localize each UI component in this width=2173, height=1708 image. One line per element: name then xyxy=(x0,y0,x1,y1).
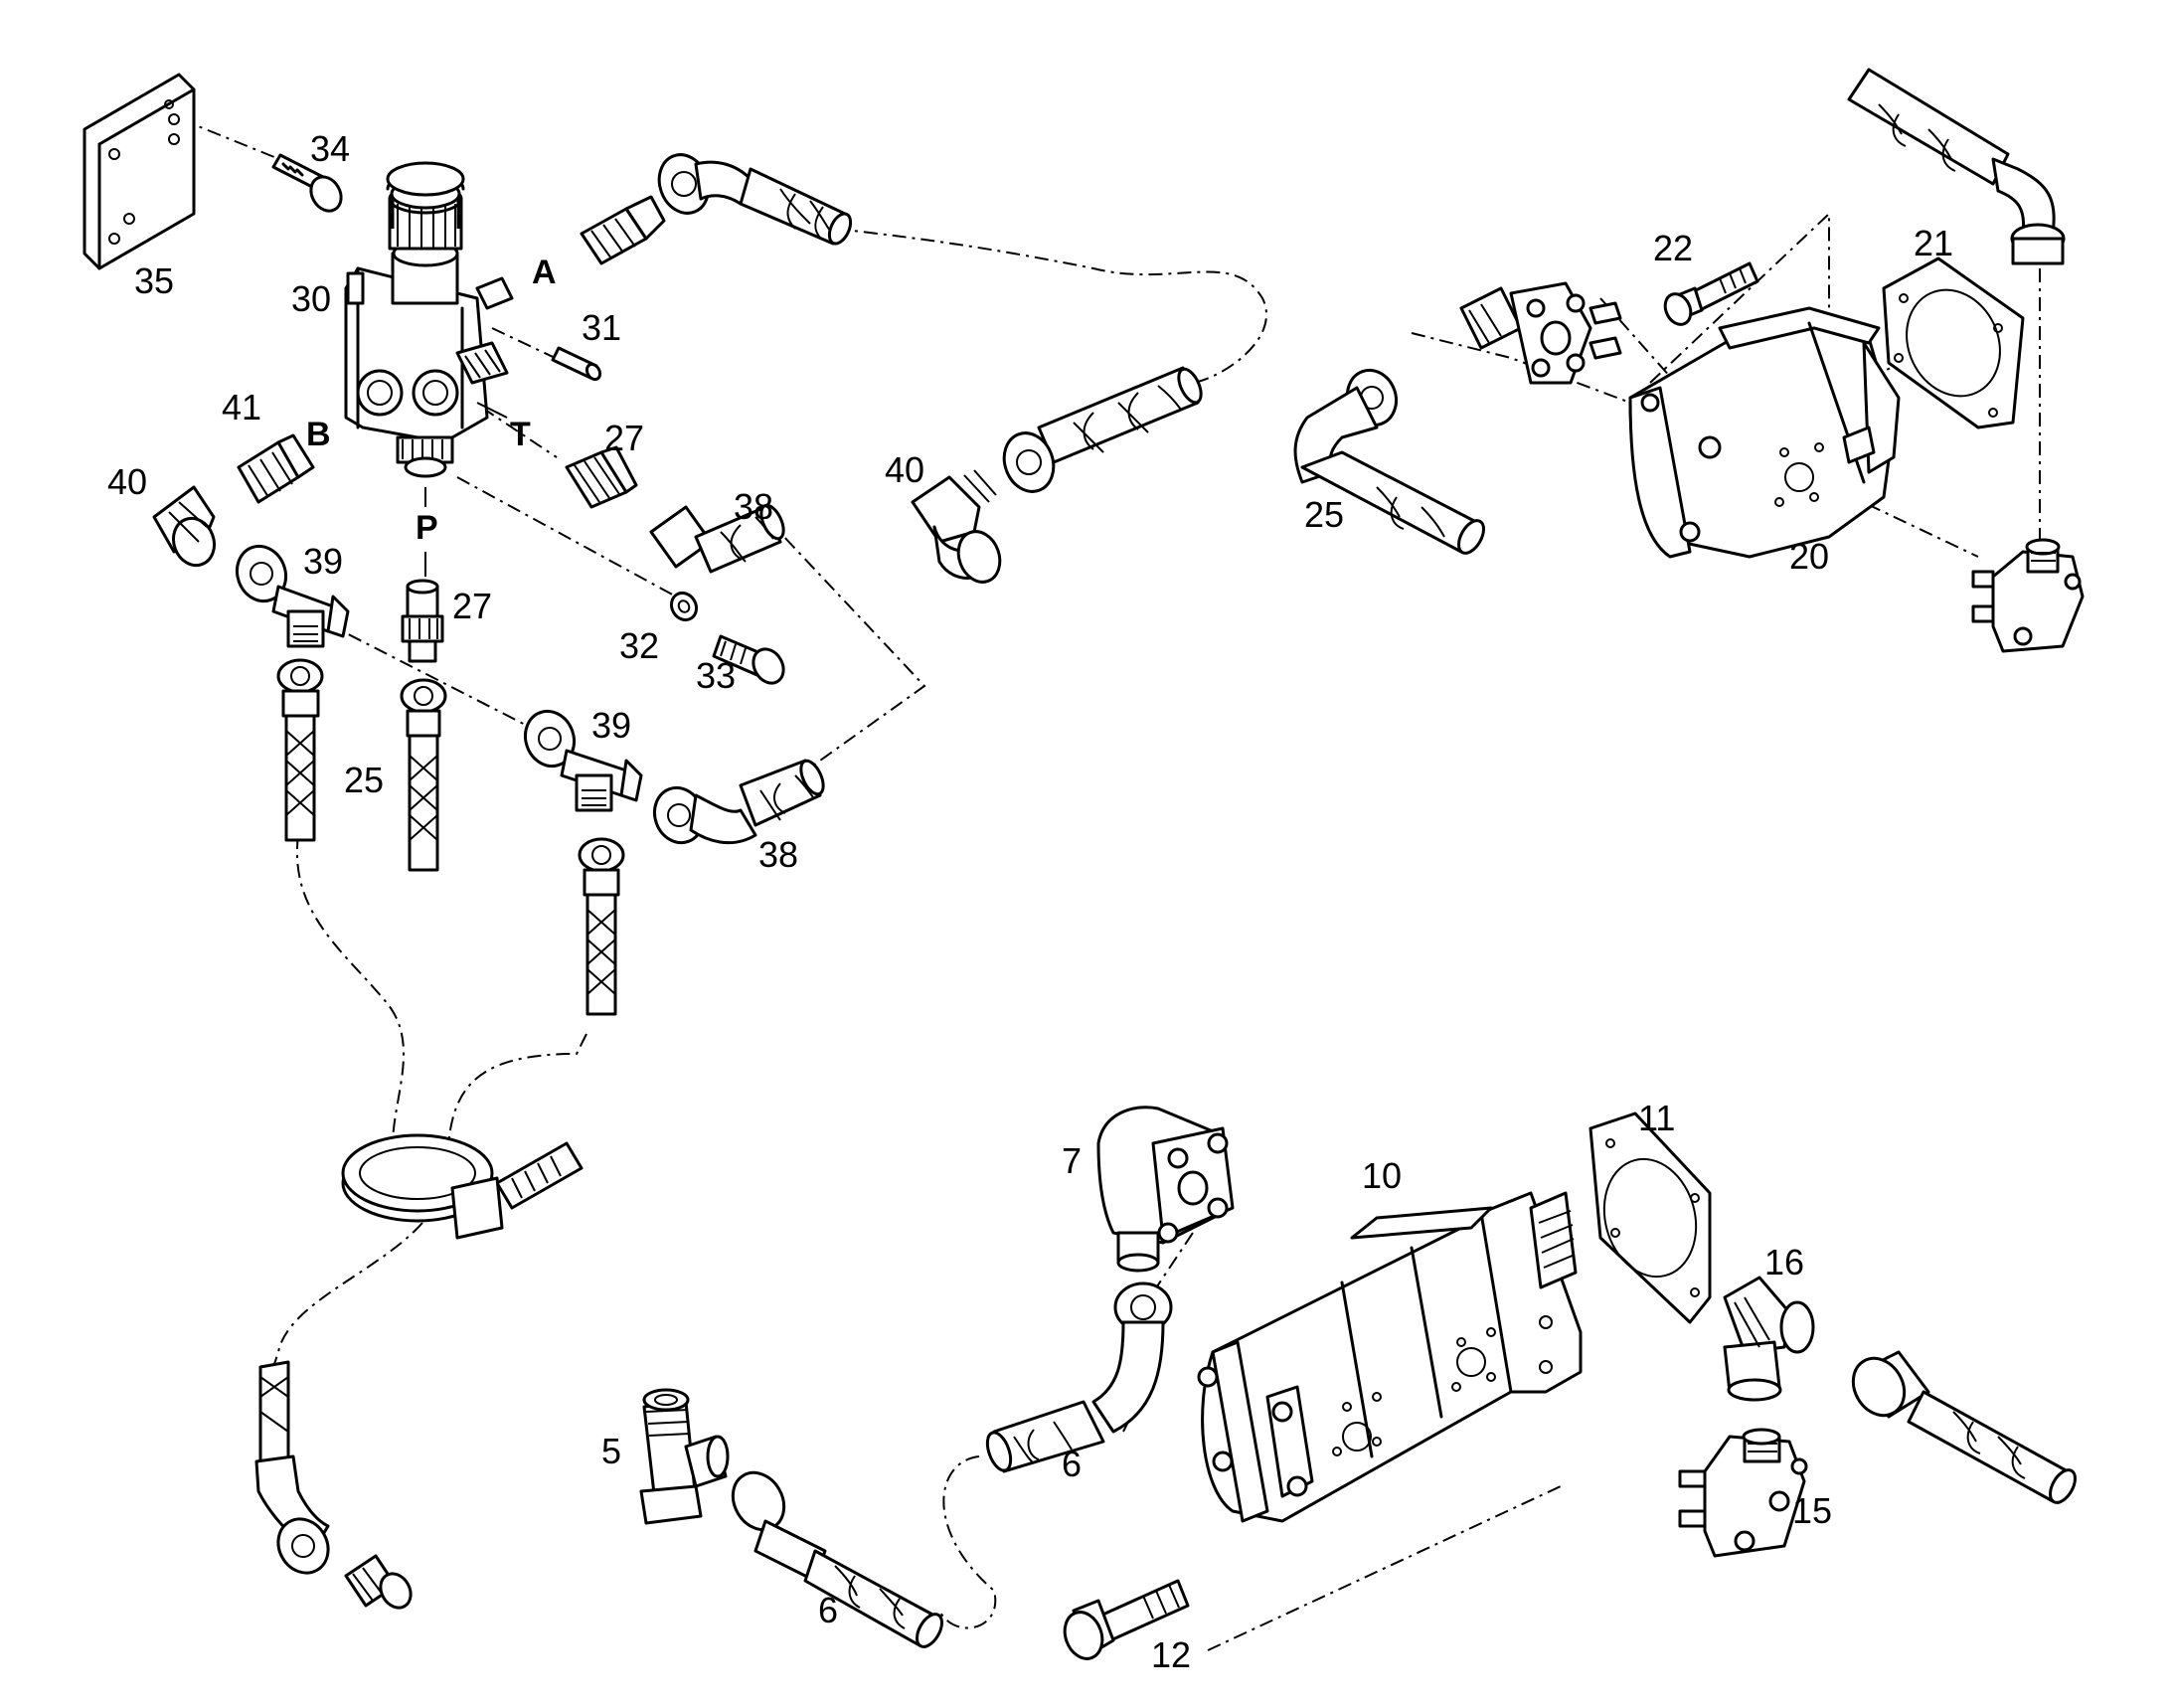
callout-41: 41 xyxy=(222,387,261,427)
pin-part xyxy=(551,346,602,382)
callout-10: 10 xyxy=(1362,1155,1402,1196)
mounting-plate-part xyxy=(83,73,196,270)
adapter-fitting-part xyxy=(344,1554,413,1610)
callout-16: 16 xyxy=(1764,1242,1804,1282)
flange-block-part xyxy=(1678,1428,1808,1558)
callout-38: 38 xyxy=(758,834,798,875)
tee-fitting-part xyxy=(523,709,643,812)
port-label-p: P xyxy=(416,509,438,547)
straight-hose-part xyxy=(649,503,785,574)
gasket-part xyxy=(1882,256,2025,429)
bent-hose-part xyxy=(652,759,825,845)
elbow-fitting-part xyxy=(1723,1276,1815,1402)
callout-39: 39 xyxy=(591,705,631,746)
callout-6: 6 xyxy=(818,1590,838,1630)
flange-block-part xyxy=(1971,538,2085,653)
tee-adapter-part xyxy=(639,1388,730,1525)
callout-22: 22 xyxy=(1653,228,1693,268)
a-port-fitting-part xyxy=(580,195,666,265)
elbow-fitting-part xyxy=(152,485,217,568)
adapter-fitting-part xyxy=(565,445,638,509)
flange-elbow-part xyxy=(1096,1106,1235,1273)
callout-6: 6 xyxy=(1062,1444,1082,1484)
bolt-part xyxy=(1663,261,1759,326)
hose-clamp-part xyxy=(341,1133,584,1240)
callout-25: 25 xyxy=(1304,494,1344,535)
bent-hose-part xyxy=(985,1281,1173,1473)
callout-31: 31 xyxy=(582,307,621,348)
return-hose-part xyxy=(1002,366,1203,493)
elbow-fitting-part xyxy=(911,469,1002,584)
part-number-callouts: 35 34 30 31 41 40 27 38 39 27 32 33 39 2… xyxy=(107,128,1953,1675)
callout-15: 15 xyxy=(1792,1490,1832,1531)
callout-35: 35 xyxy=(134,260,174,301)
callout-40: 40 xyxy=(885,449,924,490)
cap-screw-part xyxy=(712,634,785,685)
gasket-part xyxy=(1588,1111,1712,1324)
callout-34: 34 xyxy=(310,128,350,169)
callout-20: 20 xyxy=(1789,536,1829,577)
vertical-hose-part xyxy=(578,837,625,1016)
callout-39: 39 xyxy=(303,541,343,582)
callout-12: 12 xyxy=(1151,1634,1191,1675)
port-leader-lines xyxy=(424,402,508,577)
a-port-hose-part xyxy=(657,153,853,246)
tandem-pump-part xyxy=(1197,1191,1583,1523)
adapter-fitting-part xyxy=(401,579,444,663)
port-label-t: T xyxy=(510,416,531,453)
port-label-b: B xyxy=(306,416,331,453)
callout-33: 33 xyxy=(696,655,736,696)
callout-32: 32 xyxy=(619,625,659,666)
callout-27: 27 xyxy=(604,418,644,458)
callout-30: 30 xyxy=(291,278,331,319)
callout-38: 38 xyxy=(734,486,773,527)
port-label-a: A xyxy=(532,254,557,291)
callout-7: 7 xyxy=(1062,1140,1082,1181)
callout-5: 5 xyxy=(601,1431,621,1471)
straight-hose-part xyxy=(1851,1350,2077,1504)
washer-part xyxy=(669,591,699,622)
callout-21: 21 xyxy=(1914,223,1953,263)
straight-hose-part xyxy=(731,1470,943,1648)
callout-11: 11 xyxy=(1638,1098,1675,1138)
union-fitting-part xyxy=(237,433,315,504)
vertical-hose-part xyxy=(276,658,324,842)
bent-hose-part xyxy=(1847,68,2066,265)
vertical-hose-part xyxy=(400,678,447,872)
port-labels: A B T P xyxy=(306,254,557,547)
bent-hose-part xyxy=(1293,368,1485,555)
gear-pump-part xyxy=(1628,306,1901,559)
flange-fitting-part xyxy=(1459,281,1622,385)
bolt-part xyxy=(1063,1579,1190,1660)
callout-40: 40 xyxy=(107,461,147,502)
valve-body-part xyxy=(344,161,514,478)
bent-hose-part xyxy=(254,1360,330,1575)
callout-25: 25 xyxy=(344,760,384,800)
tee-fitting-part xyxy=(235,544,350,648)
cap-screw-part xyxy=(271,153,343,213)
callout-27: 27 xyxy=(452,586,492,626)
